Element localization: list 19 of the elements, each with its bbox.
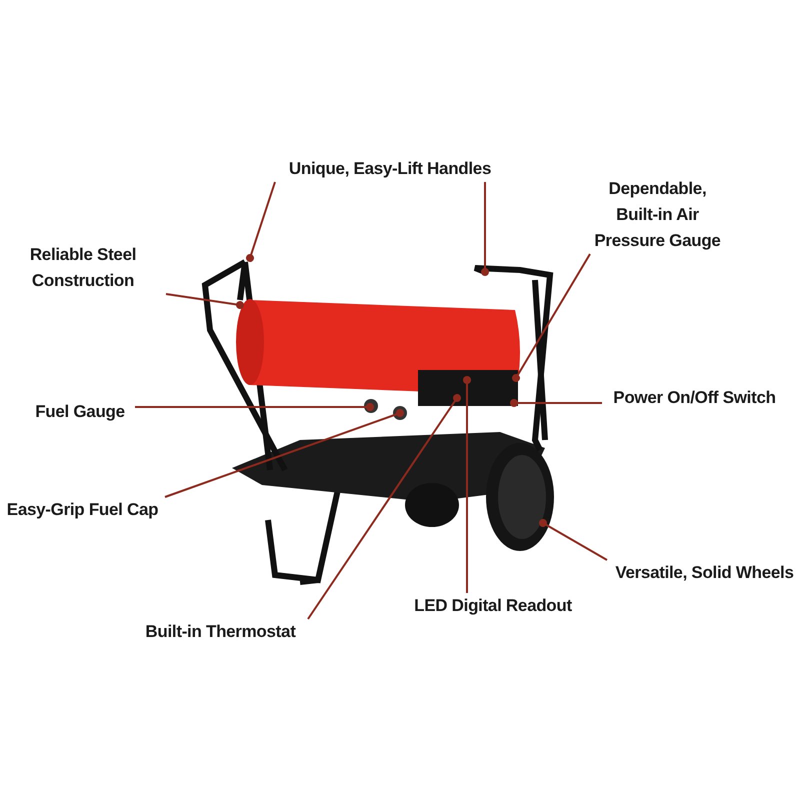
- leader-line: [166, 293, 244, 309]
- callout-label: Built-in Thermostat: [133, 619, 308, 645]
- callout-label: Fuel Gauge: [25, 399, 135, 425]
- callout-label: Reliable Steel Construction: [0, 242, 166, 294]
- callout-label: Easy-Grip Fuel Cap: [0, 497, 165, 523]
- leader-line: [246, 182, 276, 262]
- callout-label: Unique, Easy-Lift Handles: [275, 156, 505, 182]
- callout-label: LED Digital Readout: [403, 593, 583, 619]
- leader-line: [481, 182, 489, 276]
- leader-line: [510, 399, 602, 407]
- leader-line: [512, 253, 591, 382]
- callout-label: Power On/Off Switch: [602, 385, 787, 411]
- leader-line: [135, 403, 374, 411]
- leader-line: [307, 394, 461, 620]
- callout-label: Versatile, Solid Wheels: [607, 560, 800, 586]
- callout-label: Dependable, Built-in Air Pressure Gauge: [590, 176, 725, 254]
- leader-line: [463, 376, 471, 593]
- leader-line: [164, 409, 404, 498]
- leader-line: [539, 519, 608, 561]
